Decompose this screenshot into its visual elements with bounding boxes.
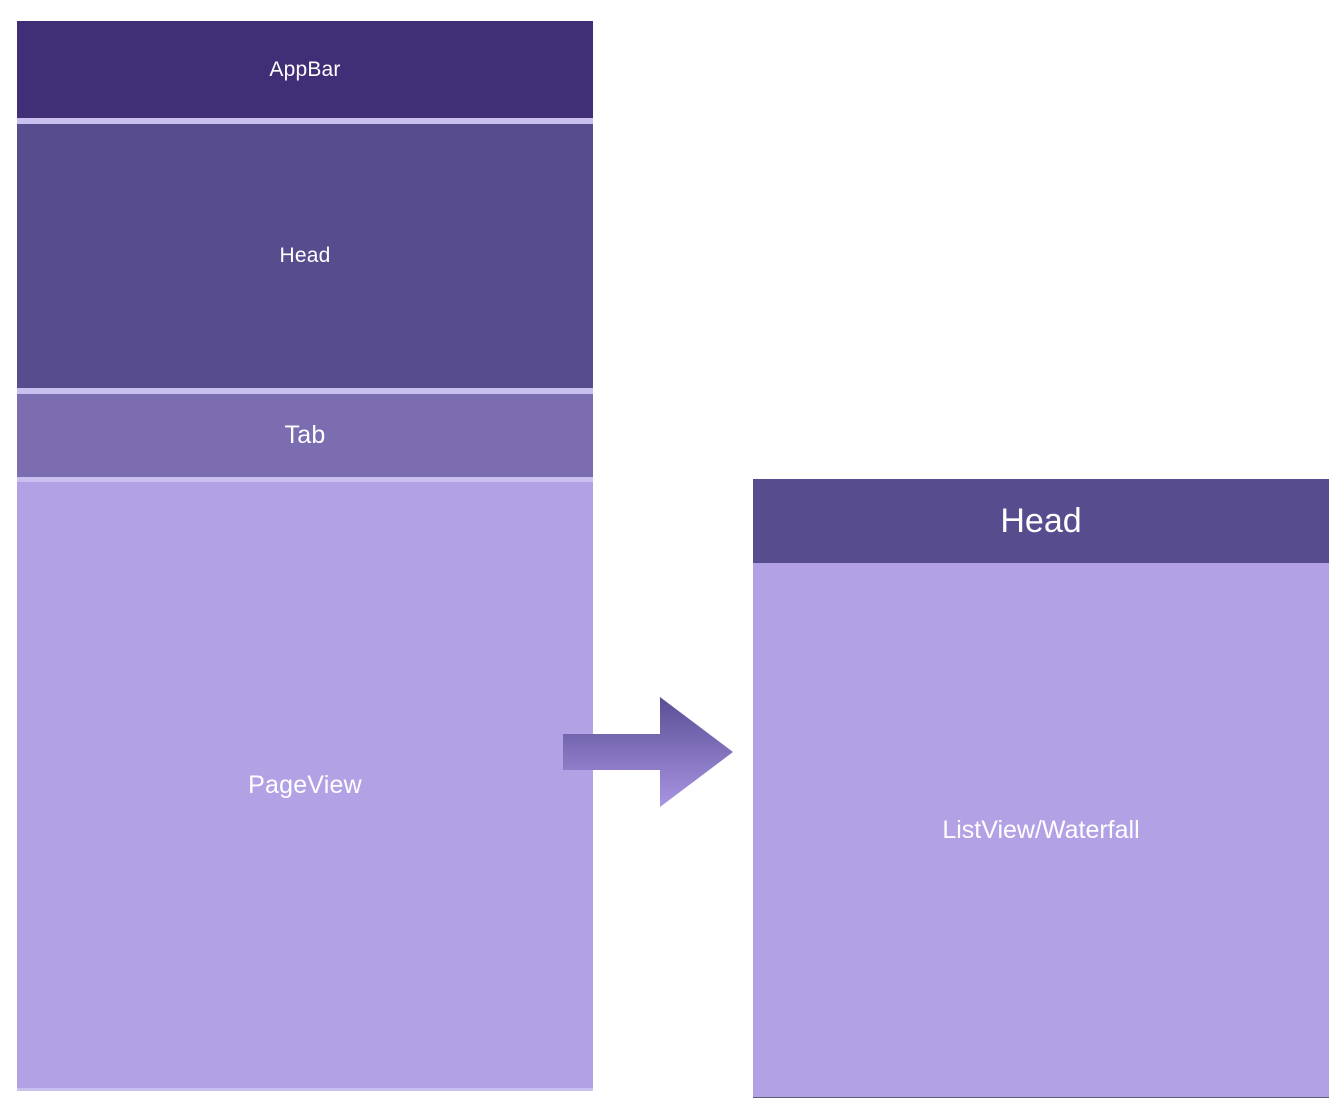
head-block: Head (17, 124, 593, 388)
listview-waterfall-label: ListView/Waterfall (942, 815, 1140, 844)
right-layout-panel: Head ListView/Waterfall (753, 479, 1329, 1098)
right-head-label: Head (1000, 501, 1082, 540)
left-layout-stack: AppBar Head Tab PageView (17, 21, 593, 1091)
tab-block: Tab (17, 394, 593, 477)
listview-waterfall-block: ListView/Waterfall (753, 563, 1329, 1097)
head-label: Head (279, 244, 331, 267)
pageview-block: PageView (17, 482, 593, 1088)
appbar-label: AppBar (269, 57, 341, 81)
tab-label: Tab (284, 421, 326, 449)
right-head-block: Head (753, 479, 1329, 563)
appbar-block: AppBar (17, 21, 593, 118)
pageview-label: PageView (248, 770, 362, 799)
